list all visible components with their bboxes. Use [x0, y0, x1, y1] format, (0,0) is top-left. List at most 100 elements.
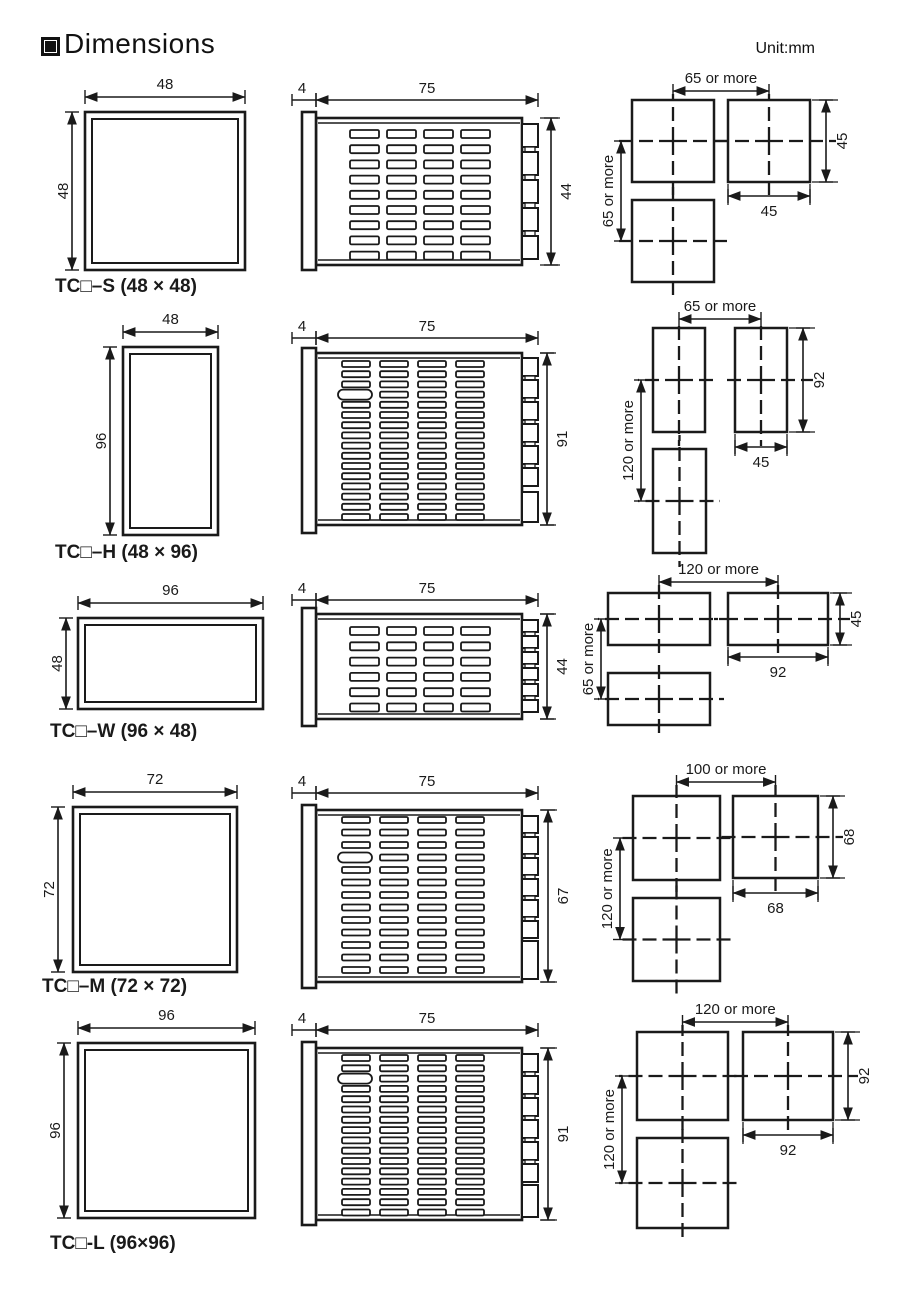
terminal-block	[521, 179, 539, 204]
dim-label: 72	[147, 771, 164, 788]
front-inner-frame	[84, 1049, 249, 1212]
vent-slot	[341, 1177, 371, 1186]
dim-label: 120 or more	[601, 1089, 618, 1170]
vent-slot	[460, 144, 491, 155]
vent-slot	[423, 189, 454, 200]
vent-slot	[455, 370, 485, 379]
vent-slot	[341, 1208, 371, 1217]
terminal-block	[521, 1053, 539, 1073]
vent-slot	[341, 828, 371, 837]
vent-slot	[455, 928, 485, 937]
front-inner-frame	[79, 813, 231, 966]
vent-slot	[341, 370, 371, 379]
section-bullet-icon	[41, 37, 60, 56]
vent-slot	[455, 891, 485, 899]
vent-slot	[379, 1136, 409, 1145]
vent-slot	[417, 1074, 447, 1083]
terminal-block	[521, 423, 539, 443]
vent-slot	[349, 129, 380, 139]
vent-slot	[417, 1157, 447, 1165]
vent-slot	[349, 687, 380, 698]
vent-slot	[417, 1115, 447, 1124]
vent-slot	[455, 421, 485, 430]
terminal-cover	[521, 491, 539, 523]
terminal-block	[521, 1097, 539, 1117]
dim-label: 72	[41, 881, 58, 898]
front-bezel	[300, 110, 318, 272]
dim-label: 96	[162, 582, 179, 599]
dim-label: 48	[162, 311, 179, 328]
vent-slot	[455, 903, 485, 912]
vent-slot	[455, 841, 485, 849]
terminal-block	[521, 1119, 539, 1139]
dim-label: 65 or more	[600, 155, 617, 228]
vent-slot	[460, 205, 491, 215]
vent-slot	[417, 953, 447, 962]
vent-slot	[341, 953, 371, 962]
terminal-block	[521, 1141, 539, 1161]
vent-slot	[386, 189, 417, 200]
side-body	[314, 116, 524, 267]
vent-slot	[417, 502, 447, 511]
vent-slot	[379, 400, 409, 409]
vent-slot	[386, 174, 417, 185]
vent-slot	[379, 451, 409, 460]
vent-slot	[455, 1105, 485, 1114]
vent-slot	[341, 502, 371, 511]
vent-slot	[455, 1074, 485, 1083]
terminal-block	[521, 1075, 539, 1095]
dim-label: 92	[770, 664, 787, 681]
vent-slot	[455, 1095, 485, 1104]
vent-slot	[417, 1146, 447, 1155]
vent-slot	[379, 841, 409, 849]
vent-slot	[379, 1146, 409, 1155]
vent-slot	[460, 220, 491, 231]
vent-slot	[455, 1208, 485, 1217]
vent-slot	[386, 702, 417, 713]
dim-label: 45	[753, 454, 770, 471]
vent-slot	[417, 441, 447, 450]
vent-slot	[417, 928, 447, 937]
vent-slot	[417, 431, 447, 440]
terminal-block	[521, 836, 539, 855]
dim-label: 68	[767, 900, 784, 917]
vent-slot	[455, 966, 485, 974]
terminal-block	[521, 379, 539, 399]
vent-slot	[455, 513, 485, 521]
vent-slot	[379, 816, 409, 824]
dim-label: 4	[298, 773, 306, 790]
front-bezel	[300, 606, 318, 728]
vent-slot	[455, 828, 485, 837]
vent-slot	[341, 451, 371, 460]
vent-slot	[460, 250, 491, 261]
vent-slot	[423, 174, 454, 185]
vent-slot	[379, 1054, 409, 1062]
vent-slot	[455, 1126, 485, 1134]
vent-slot	[423, 687, 454, 698]
vent-slot	[417, 482, 447, 491]
vent-slot	[423, 626, 454, 636]
terminal-block	[521, 357, 539, 377]
vent-slot	[455, 380, 485, 389]
vent-slot	[349, 672, 380, 682]
vent-slot	[341, 431, 371, 440]
vent-slot	[460, 626, 491, 636]
vent-slot	[349, 626, 380, 636]
dim-label: 96	[47, 1122, 64, 1139]
terminal-block	[521, 651, 539, 665]
vent-slot	[423, 250, 454, 261]
dim-label: 75	[419, 580, 436, 597]
terminal-block	[521, 878, 539, 897]
vent-slot	[379, 1105, 409, 1114]
vent-slot	[349, 656, 380, 667]
vent-slot	[455, 1054, 485, 1062]
vent-slot	[417, 360, 447, 368]
vent-slot	[341, 411, 371, 419]
vent-slot	[455, 941, 485, 949]
